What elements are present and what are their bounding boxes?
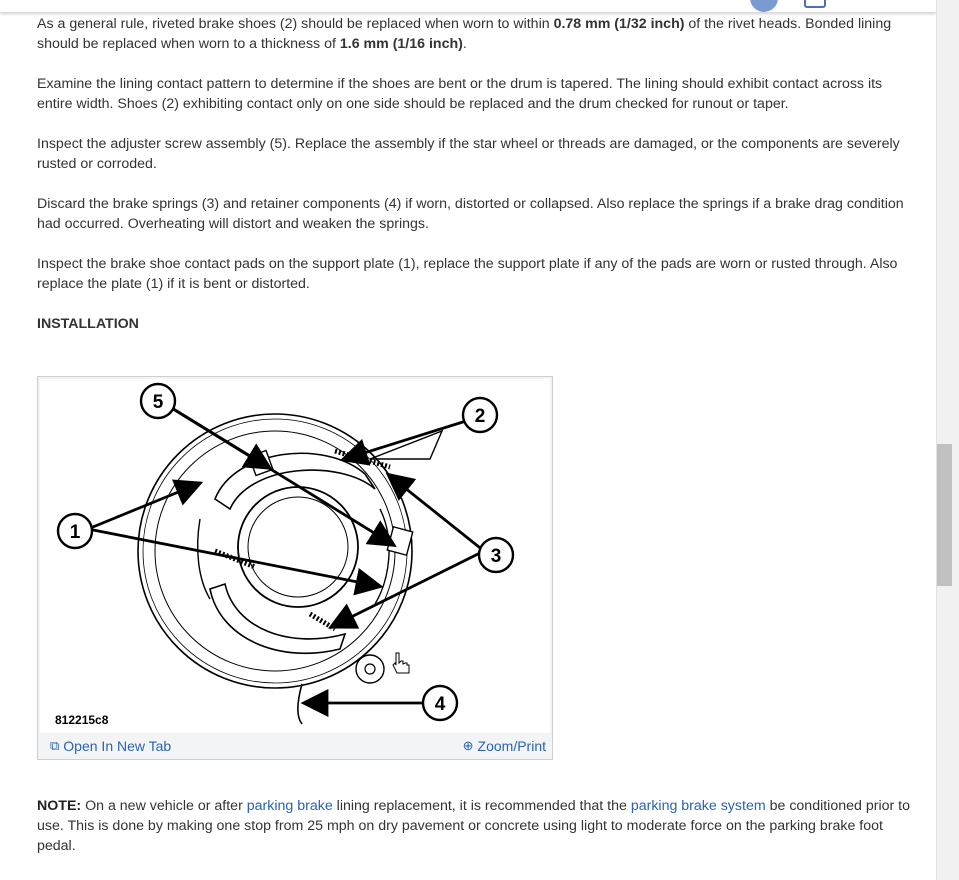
zoom-print-link[interactable]: ⊕ Zoom/Print — [463, 736, 546, 756]
paragraph-springs: Discard the brake springs (3) and retain… — [37, 196, 904, 232]
figure-code: 812215c8 — [55, 713, 109, 727]
figure-toolbar: ⧉ Open In New Tab ⊕ Zoom/Print — [38, 733, 552, 757]
top-toolbar — [0, 0, 936, 13]
svg-text:3: 3 — [491, 546, 502, 567]
brake-figure: 5 2 1 3 4 812215c8 — [37, 376, 553, 760]
measurement-bold: 0.78 mm (1/32 inch) — [553, 16, 685, 32]
open-new-tab-icon: ⧉ — [50, 738, 60, 753]
text: be conditioned prior to use. This is don… — [37, 798, 910, 854]
scrollbar-thumb[interactable] — [937, 444, 952, 586]
text: of the rivet heads. Bonded lining should… — [37, 16, 892, 52]
zoom-print-label: Zoom/Print — [477, 738, 546, 754]
note-label: NOTE: — [37, 798, 82, 814]
callout-3: 3 — [477, 536, 515, 574]
svg-text:1: 1 — [70, 522, 81, 543]
section-title: INSTALLATION — [37, 316, 139, 332]
toolbar-add-icon[interactable] — [804, 0, 826, 8]
text: On a new vehicle or after — [81, 798, 247, 814]
svg-text:5: 5 — [153, 392, 164, 413]
note-paragraph: NOTE: On a new vehicle or after parking … — [37, 796, 915, 856]
callout-2: 2 — [461, 396, 499, 434]
text: lining replacement, it is recommended th… — [332, 798, 631, 814]
brake-diagram-image[interactable]: 5 2 1 3 4 812215c8 — [40, 379, 550, 733]
text: . — [462, 36, 467, 52]
callout-5: 5 — [139, 382, 177, 420]
paragraph-support-plate: Inspect the brake shoe contact pads on t… — [37, 256, 898, 292]
zoom-icon: ⊕ — [462, 738, 474, 753]
parking-brake-link[interactable]: parking brake — [246, 798, 333, 814]
open-new-tab-link[interactable]: ⧉ Open In New Tab — [50, 736, 171, 756]
paragraph-contact-pattern: Examine the lining contact pattern to de… — [37, 76, 883, 112]
svg-text:2: 2 — [475, 406, 486, 427]
paragraph-shoe-wear: As a general rule, riveted brake shoes (… — [37, 14, 915, 54]
toolbar-circle-button[interactable] — [750, 0, 778, 12]
measurement-bold: 1.6 mm (1/16 inch) — [339, 36, 463, 52]
brake-diagram-svg: 5 2 1 3 4 812215c8 — [55, 382, 515, 727]
parking-brake-system-link[interactable]: parking brake system — [630, 798, 766, 814]
callout-1: 1 — [56, 512, 94, 550]
svg-text:4: 4 — [435, 694, 446, 715]
text: As a general rule, riveted brake shoes (… — [37, 16, 554, 32]
paragraph-adjuster: Inspect the adjuster screw assembly (5).… — [37, 136, 900, 172]
callout-4: 4 — [421, 684, 459, 722]
open-new-tab-label: Open In New Tab — [63, 738, 172, 754]
vertical-scrollbar[interactable] — [936, 0, 959, 880]
hand-cursor-icon — [392, 652, 410, 674]
article-content: As a general rule, riveted brake shoes (… — [37, 14, 915, 876]
